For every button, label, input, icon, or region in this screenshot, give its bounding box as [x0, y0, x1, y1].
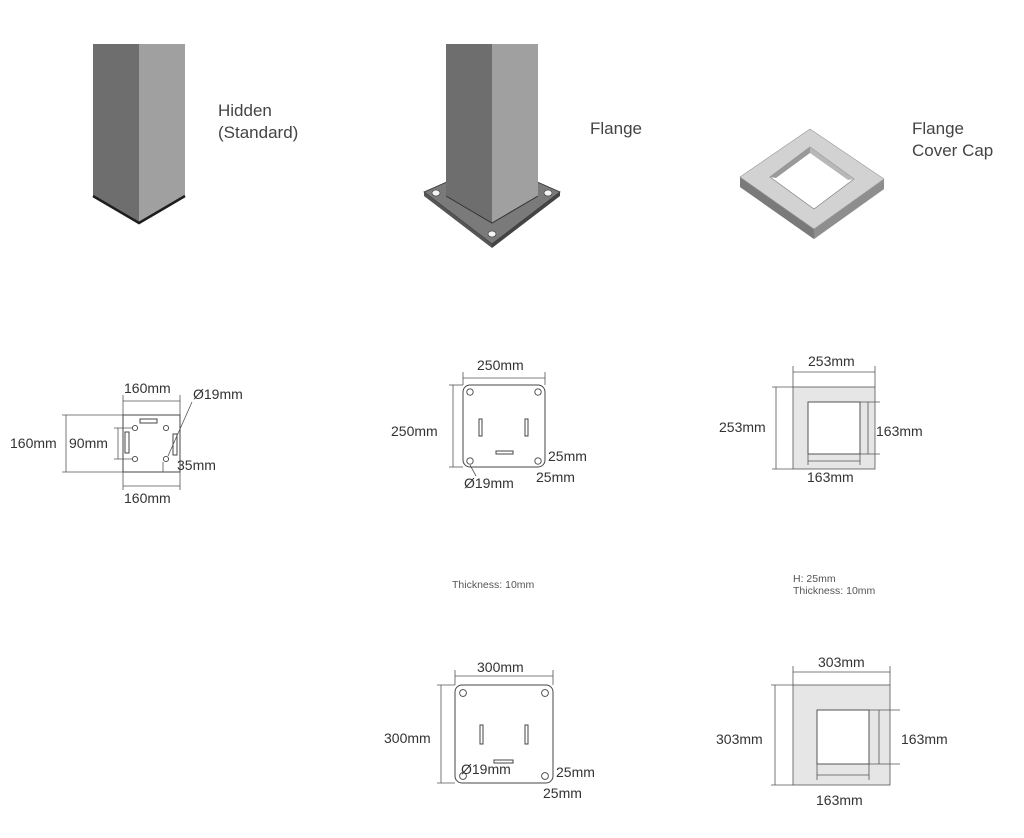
cap-253-drawing: 253mm 253mm 163mm 163mm	[719, 353, 923, 485]
hidden-plate-drawing: 160mm 160mm 90mm Ø19mm 35mm 160mm	[10, 380, 243, 506]
hidden-plate-outline	[122, 414, 181, 473]
hidden-post-illustration	[92, 44, 186, 225]
hidden-label-line1: Hidden	[218, 101, 272, 120]
cap-253-outer-height: 253mm	[719, 419, 766, 435]
cap-303-inner-height: 163mm	[901, 731, 948, 747]
cap-303-outer-width: 303mm	[818, 654, 865, 670]
flange-300-drawing: 300mm 300mm Ø19mm 25mm 25mm	[384, 659, 595, 801]
flange-250-offset-x: 25mm	[548, 448, 587, 464]
flange-label: Flange	[590, 119, 642, 138]
flange-300-height: 300mm	[384, 730, 431, 746]
cap-253-outer-width: 253mm	[808, 353, 855, 369]
flange-300-offset-x: 25mm	[556, 764, 595, 780]
cap-note-thickness: Thickness: 10mm	[793, 585, 876, 597]
hidden-inner-height: 90mm	[69, 435, 108, 451]
flange-250-hole-diameter: Ø19mm	[464, 475, 514, 491]
cap-note: H: 25mm Thickness: 10mm	[793, 573, 875, 597]
cap-303-inner-width: 163mm	[816, 792, 863, 808]
flange-300-hole-diameter: Ø19mm	[461, 761, 511, 777]
flange-250-offset-y: 25mm	[536, 469, 575, 485]
hidden-hole-diameter: Ø19mm	[193, 386, 243, 402]
cover-cap-illustration	[739, 128, 885, 239]
cap-253-inner-width: 163mm	[807, 469, 854, 485]
hidden-label-line2: (Standard)	[218, 123, 299, 142]
flange-300-width: 300mm	[477, 659, 524, 675]
cap-303-drawing: 303mm 303mm 163mm 163mm	[716, 654, 948, 808]
flange-thickness-note: Thickness: 10mm	[452, 579, 535, 591]
flange-bolt-hole-icon	[431, 189, 441, 197]
flange-bolt-hole-icon	[487, 230, 497, 238]
hidden-bottom-width: 160mm	[124, 490, 171, 506]
hidden-hole-offset: 35mm	[177, 457, 216, 473]
cap-253-inner-height: 163mm	[876, 423, 923, 439]
cover-cap-label: Flange Cover Cap	[912, 118, 993, 162]
cap-note-height: H: 25mm	[793, 573, 836, 585]
flange-250-outline	[462, 384, 546, 468]
flange-250-height: 250mm	[391, 423, 438, 439]
flange-250-width: 250mm	[477, 357, 524, 373]
hidden-left-height: 160mm	[10, 435, 57, 451]
hidden-label: Hidden (Standard)	[218, 100, 298, 144]
cover-cap-label-line2: Cover Cap	[912, 141, 994, 160]
flange-300-offset-y: 25mm	[543, 785, 582, 801]
flange-post-illustration	[423, 44, 561, 248]
flange-250-drawing: 250mm 250mm Ø19mm 25mm 25mm	[391, 357, 587, 491]
flange-300-outline	[454, 684, 554, 784]
cap-303-outer-height: 303mm	[716, 731, 763, 747]
flange-bolt-hole-icon	[543, 189, 553, 197]
hidden-top-width: 160mm	[124, 380, 171, 396]
cover-cap-label-line1: Flange	[912, 119, 964, 138]
